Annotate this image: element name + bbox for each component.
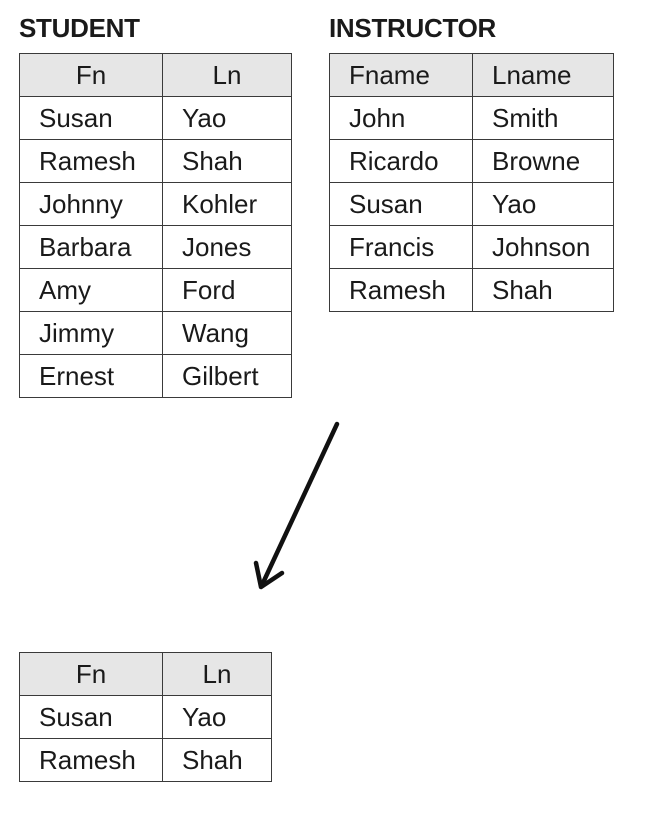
table-row: Susan Yao xyxy=(19,695,272,739)
instructor-header-fname: Fname xyxy=(329,53,473,97)
result-cell-fn: Susan xyxy=(19,695,163,739)
table-row: Francis Johnson xyxy=(329,225,614,269)
instructor-cell-fname: Ramesh xyxy=(329,268,473,312)
student-cell-fn: Susan xyxy=(19,96,163,140)
student-header-ln: Ln xyxy=(162,53,292,97)
result-cell-ln: Yao xyxy=(162,695,272,739)
table-row: Ramesh Shah xyxy=(19,139,292,183)
instructor-cell-lname: Browne xyxy=(472,139,614,183)
student-cell-fn: Amy xyxy=(19,268,163,312)
result-table: Fn Ln Susan Yao Ramesh Shah xyxy=(19,652,272,782)
student-table: Fn Ln Susan Yao Ramesh Shah Johnny Kohle… xyxy=(19,53,292,398)
table-row: Susan Yao xyxy=(19,96,292,140)
student-cell-fn: Jimmy xyxy=(19,311,163,355)
table-row: Jimmy Wang xyxy=(19,311,292,355)
student-cell-fn: Ramesh xyxy=(19,139,163,183)
result-header-row: Fn Ln xyxy=(19,652,272,696)
table-row: Ramesh Shah xyxy=(19,738,272,782)
student-cell-fn: Barbara xyxy=(19,225,163,269)
student-cell-ln: Gilbert xyxy=(162,354,292,398)
result-cell-ln: Shah xyxy=(162,738,272,782)
student-cell-fn: Johnny xyxy=(19,182,163,226)
result-header-ln: Ln xyxy=(162,652,272,696)
student-table-title: STUDENT xyxy=(19,13,140,43)
result-header-fn: Fn xyxy=(19,652,163,696)
student-cell-ln: Jones xyxy=(162,225,292,269)
instructor-cell-fname: Susan xyxy=(329,182,473,226)
instructor-cell-lname: Shah xyxy=(472,268,614,312)
table-row: Barbara Jones xyxy=(19,225,292,269)
student-header-fn: Fn xyxy=(19,53,163,97)
student-cell-ln: Yao xyxy=(162,96,292,140)
table-row: Ricardo Browne xyxy=(329,139,614,183)
result-cell-fn: Ramesh xyxy=(19,738,163,782)
table-row: Ramesh Shah xyxy=(329,268,614,312)
instructor-cell-lname: Johnson xyxy=(472,225,614,269)
instructor-cell-fname: Francis xyxy=(329,225,473,269)
instructor-cell-lname: Smith xyxy=(472,96,614,140)
instructor-cell-fname: Ricardo xyxy=(329,139,473,183)
student-cell-fn: Ernest xyxy=(19,354,163,398)
instructor-table-title: INSTRUCTOR xyxy=(329,13,496,43)
table-row: Ernest Gilbert xyxy=(19,354,292,398)
instructor-cell-fname: John xyxy=(329,96,473,140)
student-header-row: Fn Ln xyxy=(19,53,292,97)
table-row: Amy Ford xyxy=(19,268,292,312)
instructor-table: Fname Lname John Smith Ricardo Browne Su… xyxy=(329,53,614,312)
table-row: Johnny Kohler xyxy=(19,182,292,226)
table-row: John Smith xyxy=(329,96,614,140)
